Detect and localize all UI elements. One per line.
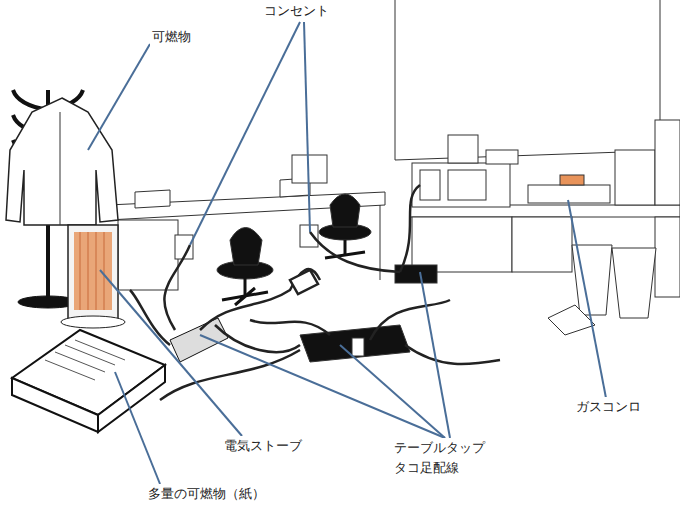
callout-label: 電気ストーブ	[222, 436, 304, 456]
callout-label: ガスコンロ	[574, 397, 643, 417]
callout-label: コンセント	[262, 1, 331, 21]
callout-label: テーブルタップ タコ足配線	[392, 438, 496, 477]
callout-label: 多量の可燃物（紙）	[146, 484, 267, 504]
callout-label: 可燃物	[150, 27, 193, 47]
leader-lines	[88, 22, 606, 484]
